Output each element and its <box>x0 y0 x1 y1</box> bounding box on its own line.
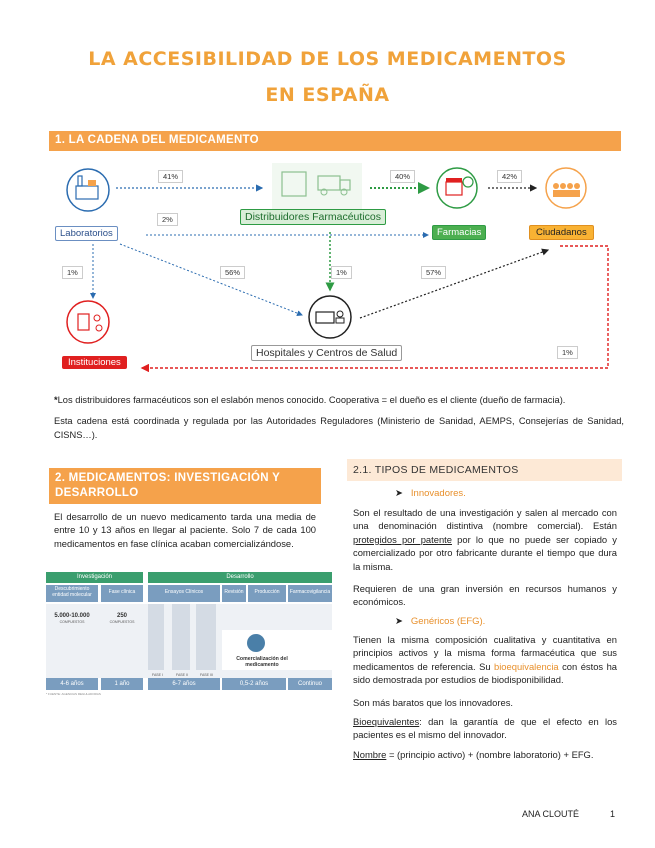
arrow-hosp-ciud <box>359 248 550 319</box>
fig-fase-2: FASE II <box>176 673 188 677</box>
section1-heading: 1. LA CADENA DEL MEDICAMENTO <box>49 131 621 151</box>
pct-farm-ciud: 42% <box>497 170 523 183</box>
fig-col-revision: Revisión <box>222 585 246 602</box>
cheaper-paragraph: Son más baratos que los innovadores. <box>353 697 513 708</box>
fig-source: * FUENTE: AGENCIAS REGULADORAS <box>46 692 101 696</box>
section21-heading: 2.1. TIPOS DE MEDICAMENTOS <box>347 459 622 481</box>
fig-value-compuestos-2: 250 <box>116 613 127 619</box>
nombre-paragraph: Nombre = (principio activo) + (nombre la… <box>353 749 594 760</box>
citizens-icon <box>545 167 587 209</box>
pct-lab-dist: 41% <box>158 170 184 183</box>
arrow-lab-hosp <box>119 243 303 316</box>
fig-fase-3: FASE III <box>200 673 213 677</box>
pct-hosp-ciud: 57% <box>421 266 447 279</box>
fig-time-2: 1 año <box>101 678 143 690</box>
node-instituciones: Instituciones <box>62 356 127 369</box>
fig-desarrollo-header: Desarrollo <box>148 572 332 583</box>
hospital-icon <box>308 295 352 339</box>
node-ciudadanos: Ciudadanos <box>529 225 594 240</box>
fig-time-4: 0,5-2 años <box>222 678 286 690</box>
node-distribuidores: Distribuidores Farmacéuticos <box>240 209 386 225</box>
institution-icon <box>66 300 110 344</box>
arrow-bullet-icon: ➤ <box>395 616 403 627</box>
section2-heading: 2. MEDICAMENTOS: INVESTIGACIÓN Y DESARRO… <box>49 468 321 504</box>
investment-paragraph: Requieren de una gran inversión en recur… <box>353 583 617 608</box>
fig-time-1: 4-6 años <box>46 678 98 690</box>
fig-value-sub-2: COMPUESTOS <box>109 620 135 624</box>
fig-investigacion-header: Investigación <box>46 572 143 583</box>
footer-page-number: 1 <box>610 809 616 819</box>
arrow-ciud-inst <box>140 245 609 373</box>
fig-value-sub-1: COMPUESTOS <box>59 620 85 624</box>
fig-comercializacion: Comercialización del medicamento <box>236 656 288 668</box>
node-farmacias: Farmacias <box>432 225 487 240</box>
note-distributors: *Los distribuidores farmacéuticos son el… <box>54 395 566 405</box>
section2-paragraph: El desarrollo de un nuevo medicamento ta… <box>54 511 316 549</box>
fig-time-3: 6-7 años <box>148 678 220 690</box>
fig-col-fase-clinica: Fase clínica <box>101 585 143 602</box>
fig-col-descubrimiento: Descubrimiento entidad molecular <box>46 585 98 602</box>
bullet-genericos: ➤ Genéricos (EFG). <box>395 616 486 627</box>
fig-time-5: Continuo <box>288 678 332 690</box>
fig-col-farmacovigilancia: Farmacovigilancia <box>288 585 332 602</box>
pharmacy-icon <box>436 167 478 209</box>
footer-author: ANA CLOUTÉ <box>522 809 580 819</box>
document-title-line2: EN ESPAÑA <box>265 84 390 106</box>
truck-warehouse-icon <box>272 163 362 209</box>
node-hospitales: Hospitales y Centros de Salud <box>251 345 403 361</box>
pct-lab-farm: 2% <box>157 213 178 226</box>
node-laboratorios: Laboratorios <box>55 226 118 241</box>
document-title-line1: LA ACCESIBILIDAD DE LOS MEDICAMENTOS <box>88 48 567 70</box>
pct-lab-hosp: 56% <box>220 266 246 279</box>
fig-fase-1: FASE I <box>152 673 163 677</box>
rd-timeline-figure: Investigación Desarrollo Descubrimiento … <box>46 572 332 696</box>
bioequivalentes-paragraph: Bioequivalentes: dan la garantía de que … <box>353 716 617 741</box>
innovadores-paragraph: Son el resultado de una investigación y … <box>353 507 617 572</box>
fig-value-compuestos-1: 5.000-10.000 <box>54 613 90 619</box>
pct-dist-hosp: 1% <box>331 266 352 279</box>
fig-col-ensayos: Ensayos Clínicos <box>148 585 220 602</box>
genericos-paragraph: Tienen la misma composición cualitativa … <box>353 634 617 686</box>
arrow-bullet-icon: ➤ <box>395 488 403 499</box>
factory-icon <box>66 168 110 212</box>
pct-ciud-inst: 1% <box>557 346 578 359</box>
note-regulators: Esta cadena está coordinada y regulada p… <box>54 416 624 440</box>
bullet-innovadores: ➤ Innovadores. <box>395 488 466 499</box>
pct-dist-farm: 40% <box>390 170 416 183</box>
fig-col-produccion: Producción <box>248 585 286 602</box>
pct-lab-inst: 1% <box>62 266 83 279</box>
flask-icon <box>247 634 265 652</box>
